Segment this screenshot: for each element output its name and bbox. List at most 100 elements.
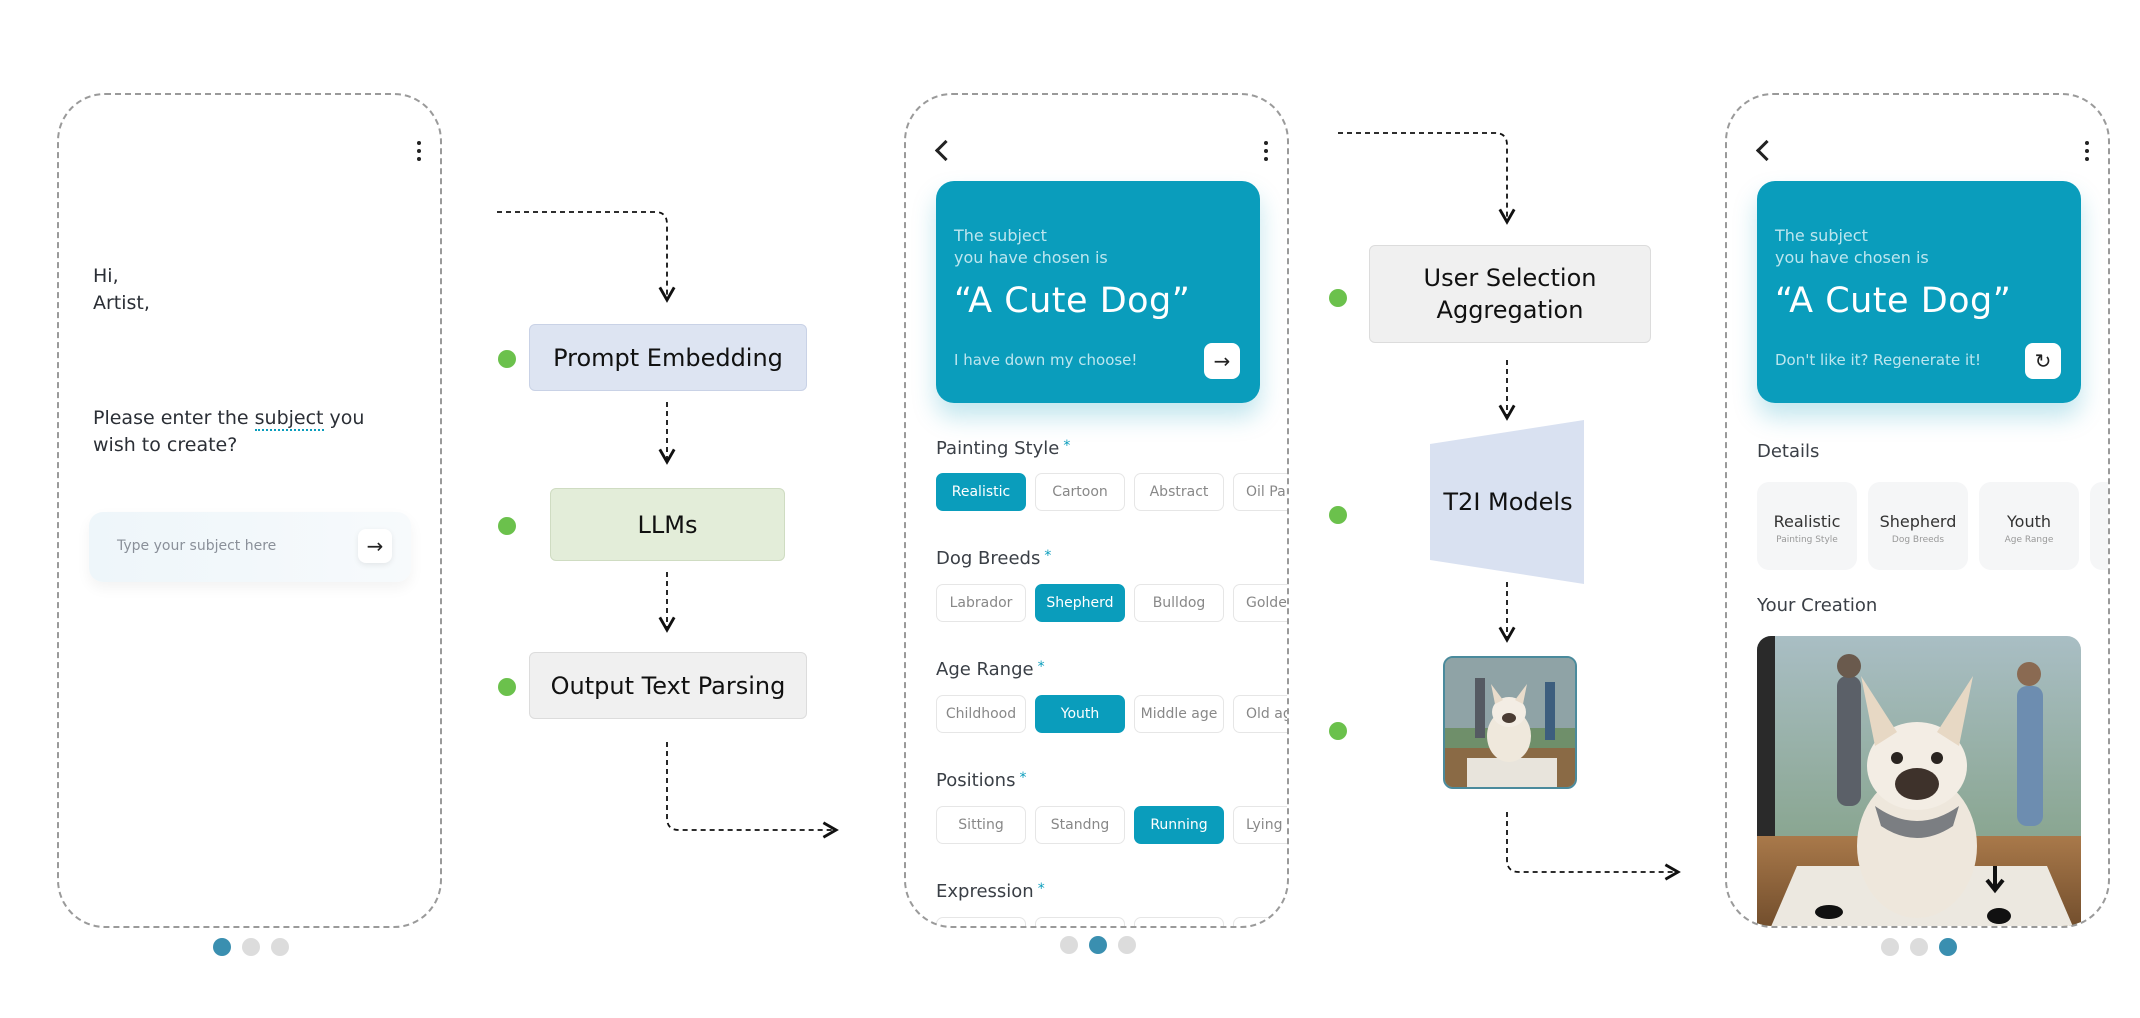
connector-screen1-to-embedding (497, 211, 676, 303)
subject-card-footer: Don't like it? Regenerate it! (1775, 351, 1982, 369)
dog-image-thumbnail (1445, 658, 1575, 787)
dog-image (1757, 636, 2081, 926)
regenerate-button[interactable]: ↻ (2025, 343, 2061, 379)
position-options: Sitting Standng Running Lying down (936, 806, 1287, 844)
detail-value: Shepherd (1879, 512, 1957, 531)
more-options-icon[interactable] (2085, 141, 2089, 165)
chosen-subject: “A Cute Dog” (1775, 281, 2012, 321)
phone-screen-input: Hi, Artist, Please enter the subject you… (57, 93, 442, 928)
prompt-embedding-box: Prompt Embedding (529, 324, 807, 391)
section-title-painting-style: Painting Style* (936, 438, 1071, 459)
painting-style-options: Realistic Cartoon Abstract Oil Painting (936, 473, 1287, 511)
detail-card-age-range: Youth Age Range (1979, 482, 2079, 570)
connector-image-to-screen3 (1506, 812, 1681, 881)
page-dot-3[interactable] (1118, 936, 1136, 954)
greeting-line-2: Artist, (93, 292, 150, 314)
your-creation-title: Your Creation (1757, 595, 1878, 616)
option-childhood[interactable]: Childhood (936, 695, 1026, 733)
more-options-icon[interactable] (1264, 141, 1268, 165)
section-title-positions: Positions* (936, 770, 1027, 791)
generated-image-thumbnail (1443, 656, 1577, 789)
generated-image (1757, 636, 2081, 926)
option-abstract[interactable]: Abstract (1134, 473, 1224, 511)
subject-input-box[interactable]: Type your subject here → (89, 512, 411, 582)
option-bulldog[interactable]: Bulldog (1134, 584, 1224, 622)
subject-input[interactable]: Type your subject here (117, 538, 277, 554)
option-sitting[interactable]: Sitting (936, 806, 1026, 844)
greeting: Hi, Artist, (93, 263, 150, 317)
pagination-dots-1 (213, 938, 289, 956)
t2i-models-label: T2I Models (1443, 488, 1573, 516)
option-cartoon[interactable]: Cartoon (1035, 473, 1125, 511)
option-expression-1[interactable] (936, 917, 1026, 926)
t2i-models-trapezoid (1430, 420, 1584, 584)
detail-key: Age Range (2004, 535, 2054, 545)
subject-card-label: The subject you have chosen is (1775, 226, 1929, 267)
pagination-dots-2 (1060, 936, 1136, 954)
flow-dot-image (1329, 722, 1347, 740)
option-oil-painting[interactable]: Oil Painting (1233, 473, 1287, 511)
option-shepherd[interactable]: Shepherd (1035, 584, 1125, 622)
connector-parsing-to-screen2 (666, 742, 839, 839)
subject-prompt: Please enter the subject you wish to cre… (93, 405, 413, 459)
option-old-age[interactable]: Old age (1233, 695, 1287, 733)
user-selection-aggregation-box: User Selection Aggregation (1369, 245, 1651, 343)
refresh-icon: ↻ (2034, 349, 2052, 373)
page-dot-2[interactable] (1910, 938, 1928, 956)
confirm-button[interactable]: → (1204, 343, 1240, 379)
option-expression-4[interactable] (1233, 917, 1287, 926)
subject-card: The subject you have chosen is “A Cute D… (1757, 181, 2081, 403)
flow-dot-parsing (498, 678, 516, 696)
option-golden[interactable]: Golden (1233, 584, 1287, 622)
page-dot-2[interactable] (1089, 936, 1107, 954)
page-dot-1[interactable] (1881, 938, 1899, 956)
subject-card-footer: I have down my choose! (954, 351, 1138, 369)
llms-box: LLMs (550, 488, 785, 561)
detail-card-more (2090, 482, 2108, 570)
arrow-right-icon: → (366, 534, 384, 558)
flow-dot-embedding (498, 350, 516, 368)
detail-key: Dog Breeds (1891, 535, 1945, 545)
page-dot-1[interactable] (213, 938, 231, 956)
output-text-parsing-box: Output Text Parsing (529, 652, 807, 719)
option-expression-2[interactable] (1035, 917, 1125, 926)
phone-screen-selection: The subject you have chosen is “A Cute D… (904, 93, 1289, 928)
age-range-options: Childhood Youth Middle age Old age (936, 695, 1287, 733)
prompt-text-end: you wish to create? (93, 407, 365, 456)
page-dot-3[interactable] (271, 938, 289, 956)
option-standing[interactable]: Standng (1035, 806, 1125, 844)
more-options-icon[interactable] (417, 141, 421, 165)
option-lying-down[interactable]: Lying down (1233, 806, 1287, 844)
detail-card-dog-breed: Shepherd Dog Breeds (1868, 482, 1968, 570)
flow-dot-llms (498, 517, 516, 535)
back-arrow-icon[interactable] (1755, 139, 1778, 162)
arrow-right-icon: → (1213, 349, 1231, 373)
detail-value: Youth (2007, 512, 2051, 531)
option-realistic[interactable]: Realistic (936, 473, 1026, 511)
page-dot-2[interactable] (242, 938, 260, 956)
option-labrador[interactable]: Labrador (936, 584, 1026, 622)
detail-card-painting-style: Realistic Painting Style (1757, 482, 1857, 570)
section-title-age-range: Age Range* (936, 659, 1045, 680)
dog-breed-options: Labrador Shepherd Bulldog Golden (936, 584, 1287, 622)
page-dot-3[interactable] (1939, 938, 1957, 956)
flow-dot-t2i (1329, 506, 1347, 524)
subject-card: The subject you have chosen is “A Cute D… (936, 181, 1260, 403)
option-expression-3[interactable] (1134, 917, 1224, 926)
option-running[interactable]: Running (1134, 806, 1224, 844)
option-youth[interactable]: Youth (1035, 695, 1125, 733)
flow-dot-aggregation (1329, 289, 1347, 307)
expression-options (936, 917, 1287, 926)
greeting-line-1: Hi, (93, 265, 119, 287)
back-arrow-icon[interactable] (934, 139, 957, 162)
page-dot-1[interactable] (1060, 936, 1078, 954)
phone-screen-result: The subject you have chosen is “A Cute D… (1725, 93, 2110, 928)
prompt-text-start: Please enter the (93, 407, 255, 429)
detail-value: Realistic (1773, 512, 1841, 531)
connector-screen2-to-aggregation (1338, 132, 1516, 225)
send-button[interactable]: → (358, 529, 392, 563)
details-title: Details (1757, 441, 1820, 462)
option-middle-age[interactable]: Middle age (1134, 695, 1224, 733)
section-title-expression: Expression* (936, 881, 1045, 902)
